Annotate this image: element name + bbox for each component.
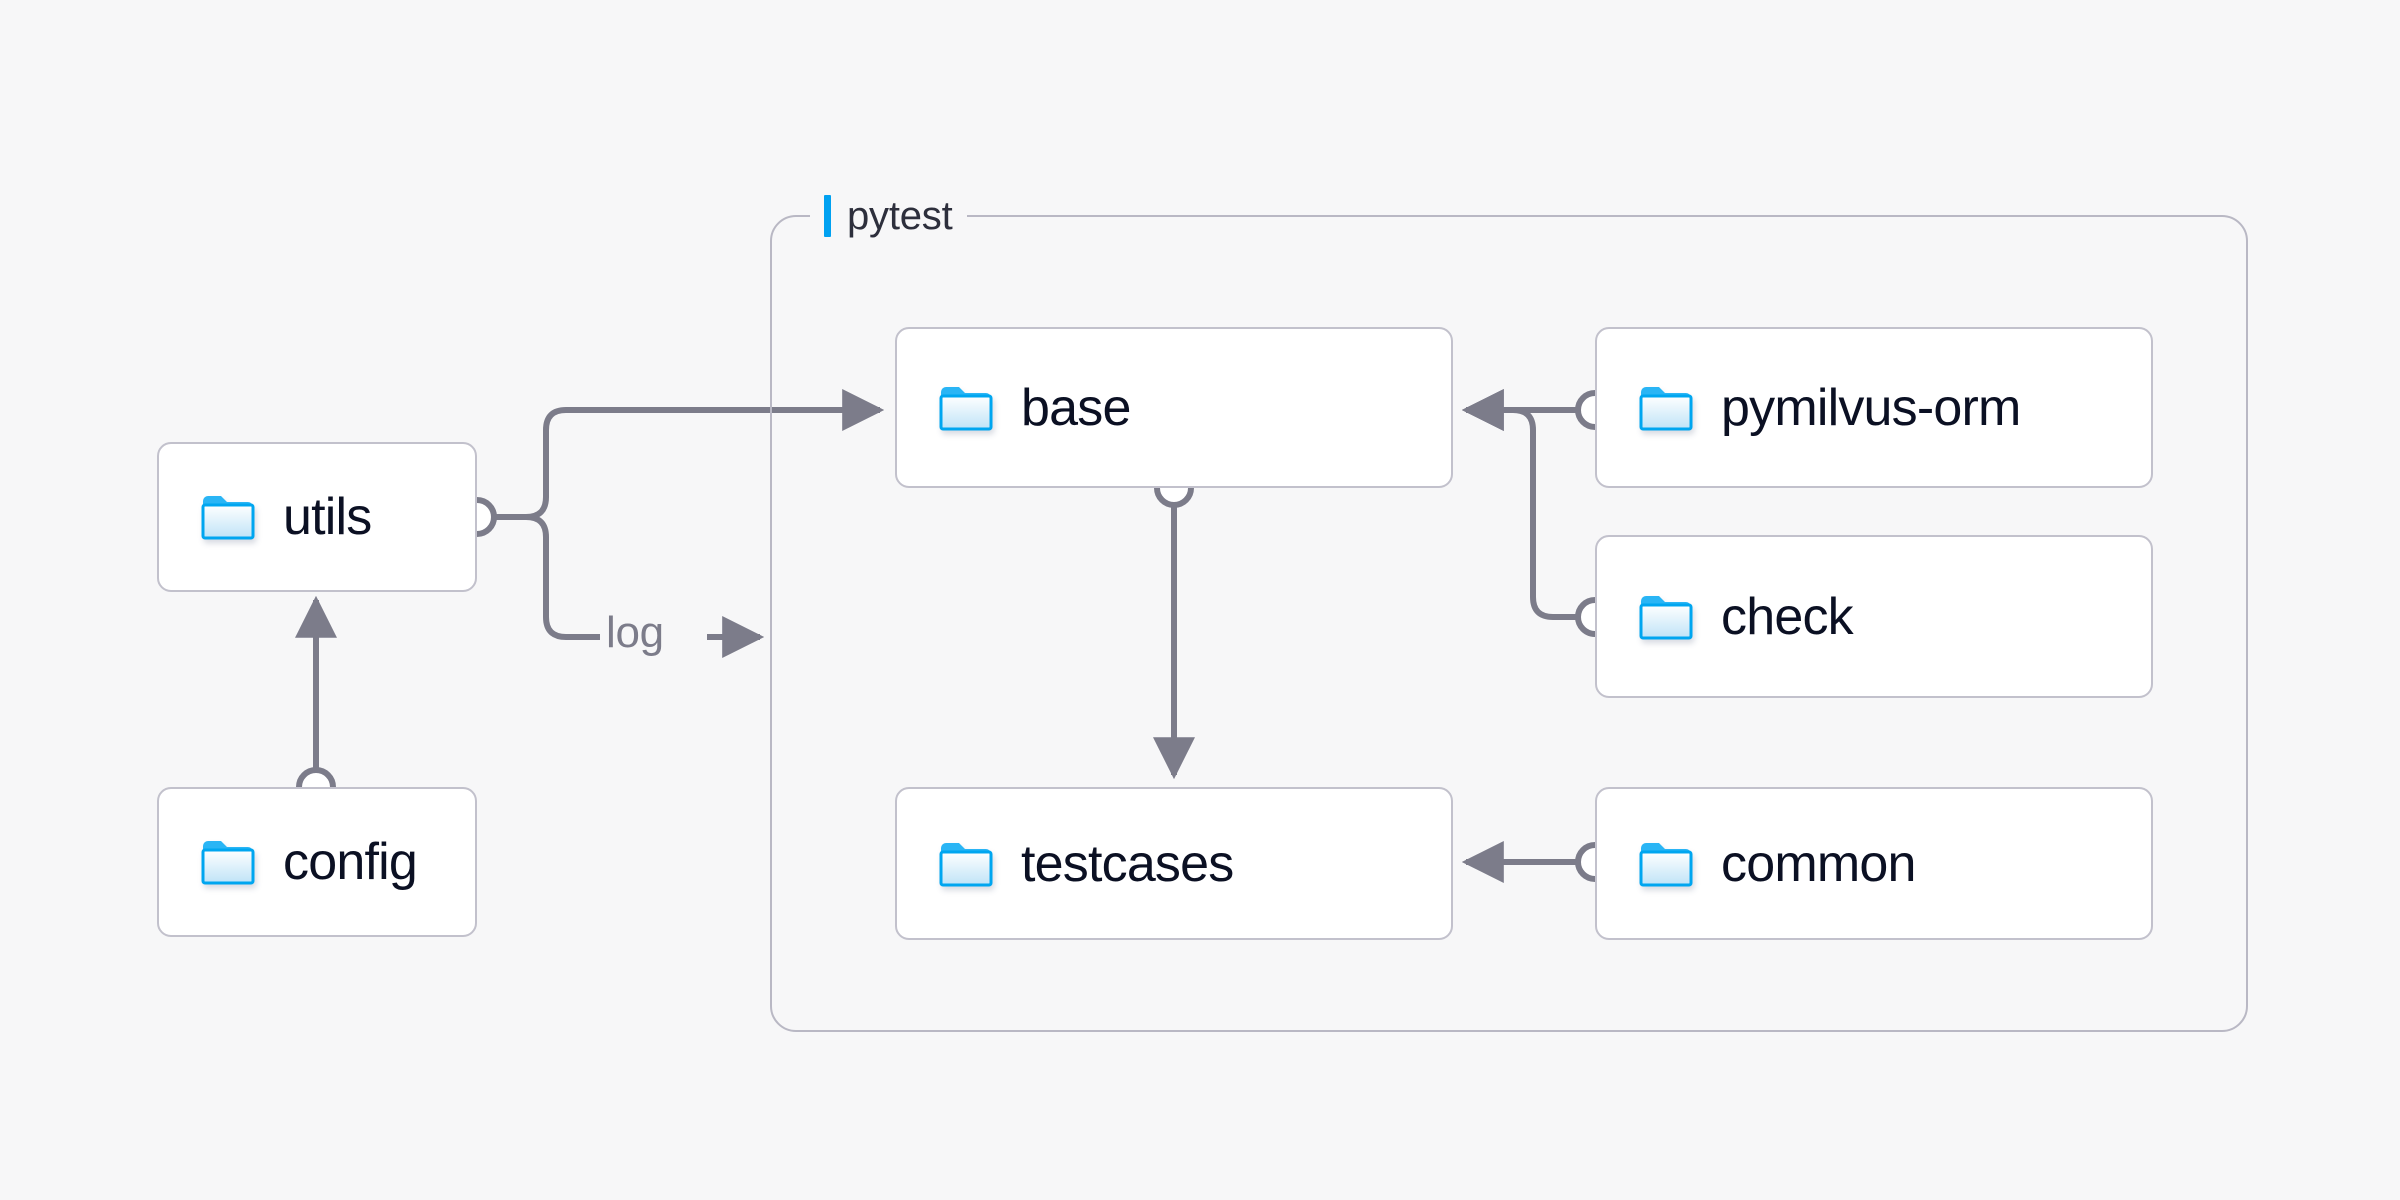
node-utils[interactable]: utils (157, 442, 477, 592)
node-testcases[interactable]: testcases (895, 787, 1453, 940)
node-check-label: check (1721, 587, 1854, 646)
folder-icon (1639, 594, 1693, 640)
group-pytest[interactable] (770, 215, 2248, 1032)
folder-icon (939, 385, 993, 431)
group-accent-bar (824, 195, 831, 237)
node-config-label: config (283, 833, 418, 891)
node-base-label: base (1021, 378, 1131, 437)
node-common-label: common (1721, 834, 1916, 893)
folder-icon (939, 841, 993, 887)
group-pytest-label: pytest (810, 193, 967, 239)
node-pymilvus-orm[interactable]: pymilvus-orm (1595, 327, 2153, 488)
group-pytest-label-text: pytest (847, 193, 953, 238)
folder-icon (1639, 385, 1693, 431)
node-pymilvus-orm-label: pymilvus-orm (1721, 378, 2021, 437)
folder-icon (201, 839, 255, 885)
edge-utils-log (494, 514, 600, 640)
edge-config-utils (295, 595, 337, 807)
folder-icon (1639, 841, 1693, 887)
node-config[interactable]: config (157, 787, 477, 937)
node-common[interactable]: common (1595, 787, 2153, 940)
node-utils-label: utils (283, 488, 372, 546)
node-testcases-label: testcases (1021, 834, 1234, 893)
node-base[interactable]: base (895, 327, 1453, 488)
node-check[interactable]: check (1595, 535, 2153, 698)
edge-label-log-text: log (606, 608, 664, 657)
folder-icon (201, 494, 255, 540)
edge-label-log: log (606, 608, 664, 658)
